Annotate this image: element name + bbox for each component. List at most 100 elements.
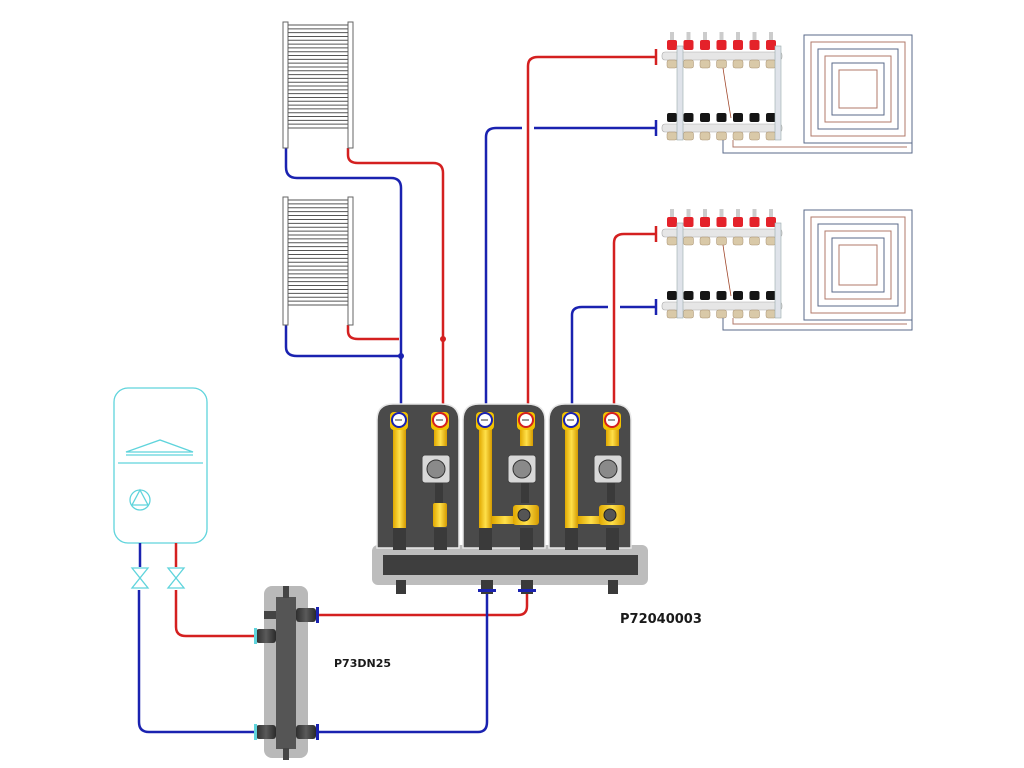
pipe-supply-radiator-1 [346,148,445,404]
outlet-fitting [716,59,727,69]
actuator-cap [766,291,776,300]
module-stub [393,528,406,550]
valve-icon [166,567,186,589]
flowmeter [670,209,674,217]
actuator-cable [722,244,732,297]
pipe-junction [440,336,446,342]
module-stub [565,528,578,550]
supply-pipe [434,428,447,446]
outlet-fitting [749,131,760,141]
ball-valve [433,503,447,527]
outlet-fitting [683,131,694,141]
pipe-return-separator-station [318,590,489,734]
module-stub [520,528,533,550]
outlet-fitting [716,309,727,319]
module-stub [606,528,619,550]
floor-loop-coil [810,41,906,137]
valve-icon [130,567,150,589]
pipe-return-radiator-1 [284,148,403,404]
flowmeter [752,209,757,217]
floor-loop-1 [722,34,913,154]
module-stub [434,528,447,550]
pump-module-3 [548,403,632,550]
mounting-bracket [676,222,684,319]
flow-valve-cap [749,40,760,50]
pipe-supply-manifold-2 [612,232,656,404]
flow-valve-cap [766,40,776,50]
outlet-fitting [699,131,711,141]
outlet-fitting [699,309,711,319]
flowmeter [769,209,773,217]
flowmeter [752,32,757,40]
actuator-cap [766,113,776,122]
outlet-fitting [749,309,760,319]
floor-loop-coil [817,223,899,307]
bypass-pipe [492,516,518,524]
pump-rotor-icon [598,459,618,479]
mixing-valve-knob-icon [517,508,531,522]
outlet-fitting [699,236,711,246]
pump-station-code-label: P72040003 [620,612,702,627]
pipe-supply-radiator-2 [346,325,399,341]
actuator-cap [716,113,727,122]
pipe-supply-manifold-1 [526,55,656,404]
actuator-cap [749,113,760,122]
pump-rotor-icon [512,459,532,479]
flow-valve-cap [667,217,677,227]
mounting-bracket [774,45,782,141]
return-pipe [565,428,578,528]
floor-loop-coil [824,55,892,123]
outlet-fitting [765,131,777,141]
flowmeter [703,32,707,40]
actuator-cap [716,291,727,300]
flowmeter [719,209,724,217]
boiler-hood-icon [125,439,194,456]
hydraulic-separator [254,586,319,760]
flow-valve-cap [700,40,710,50]
bypass-pipe [578,516,604,524]
flow-valve-cap [700,217,710,227]
outlet-fitting [716,131,727,141]
station-collector-bar [383,555,638,575]
floor-loop-coil [803,209,913,321]
flow-valve-cap [716,217,727,227]
floor-loop-coil [838,244,878,286]
floor-loop-return [732,318,907,325]
actuator-cap [667,291,677,300]
pump-outlet [435,483,443,503]
pipe-supply-separator-station [318,594,529,617]
flow-valve-cap [683,217,694,227]
outlet-fitting [749,236,760,246]
flow-valve-cap [733,217,743,227]
floor-loop-coil [817,48,899,130]
pump-rotor-icon [426,459,446,479]
flow-valve-cap [749,217,760,227]
pipe-return-manifold-2 [570,305,656,404]
flow-valve-cap [733,40,743,50]
actuator-cap [667,113,677,122]
flowmeter [703,209,707,217]
radiator-2 [282,196,354,326]
flowmeter [719,32,724,40]
floor-loop-coil [831,237,885,293]
floor-loop-feed [722,35,913,154]
outlet-fitting [716,236,727,246]
outlet-fitting [683,59,694,69]
separator-code-label: P73DN25 [334,657,391,670]
outlet-fitting [666,309,678,319]
floor-loop-return [732,140,907,148]
outlet-fitting [683,309,694,319]
pipe-supply-boiler-separator [174,590,258,638]
outlet-fitting [666,236,678,246]
floor-loop-coil [831,62,885,116]
outlet-fitting [765,236,777,246]
radiator-side-rail [282,21,289,149]
floor-loop-coil [824,230,892,300]
return-pipe [393,428,406,528]
outlet-fitting [765,59,777,69]
module-stub [479,528,492,550]
floor-loop-coil [803,34,913,144]
mounting-bracket [676,45,684,141]
pump-module-1 [376,403,460,550]
radiator-1 [282,21,354,149]
